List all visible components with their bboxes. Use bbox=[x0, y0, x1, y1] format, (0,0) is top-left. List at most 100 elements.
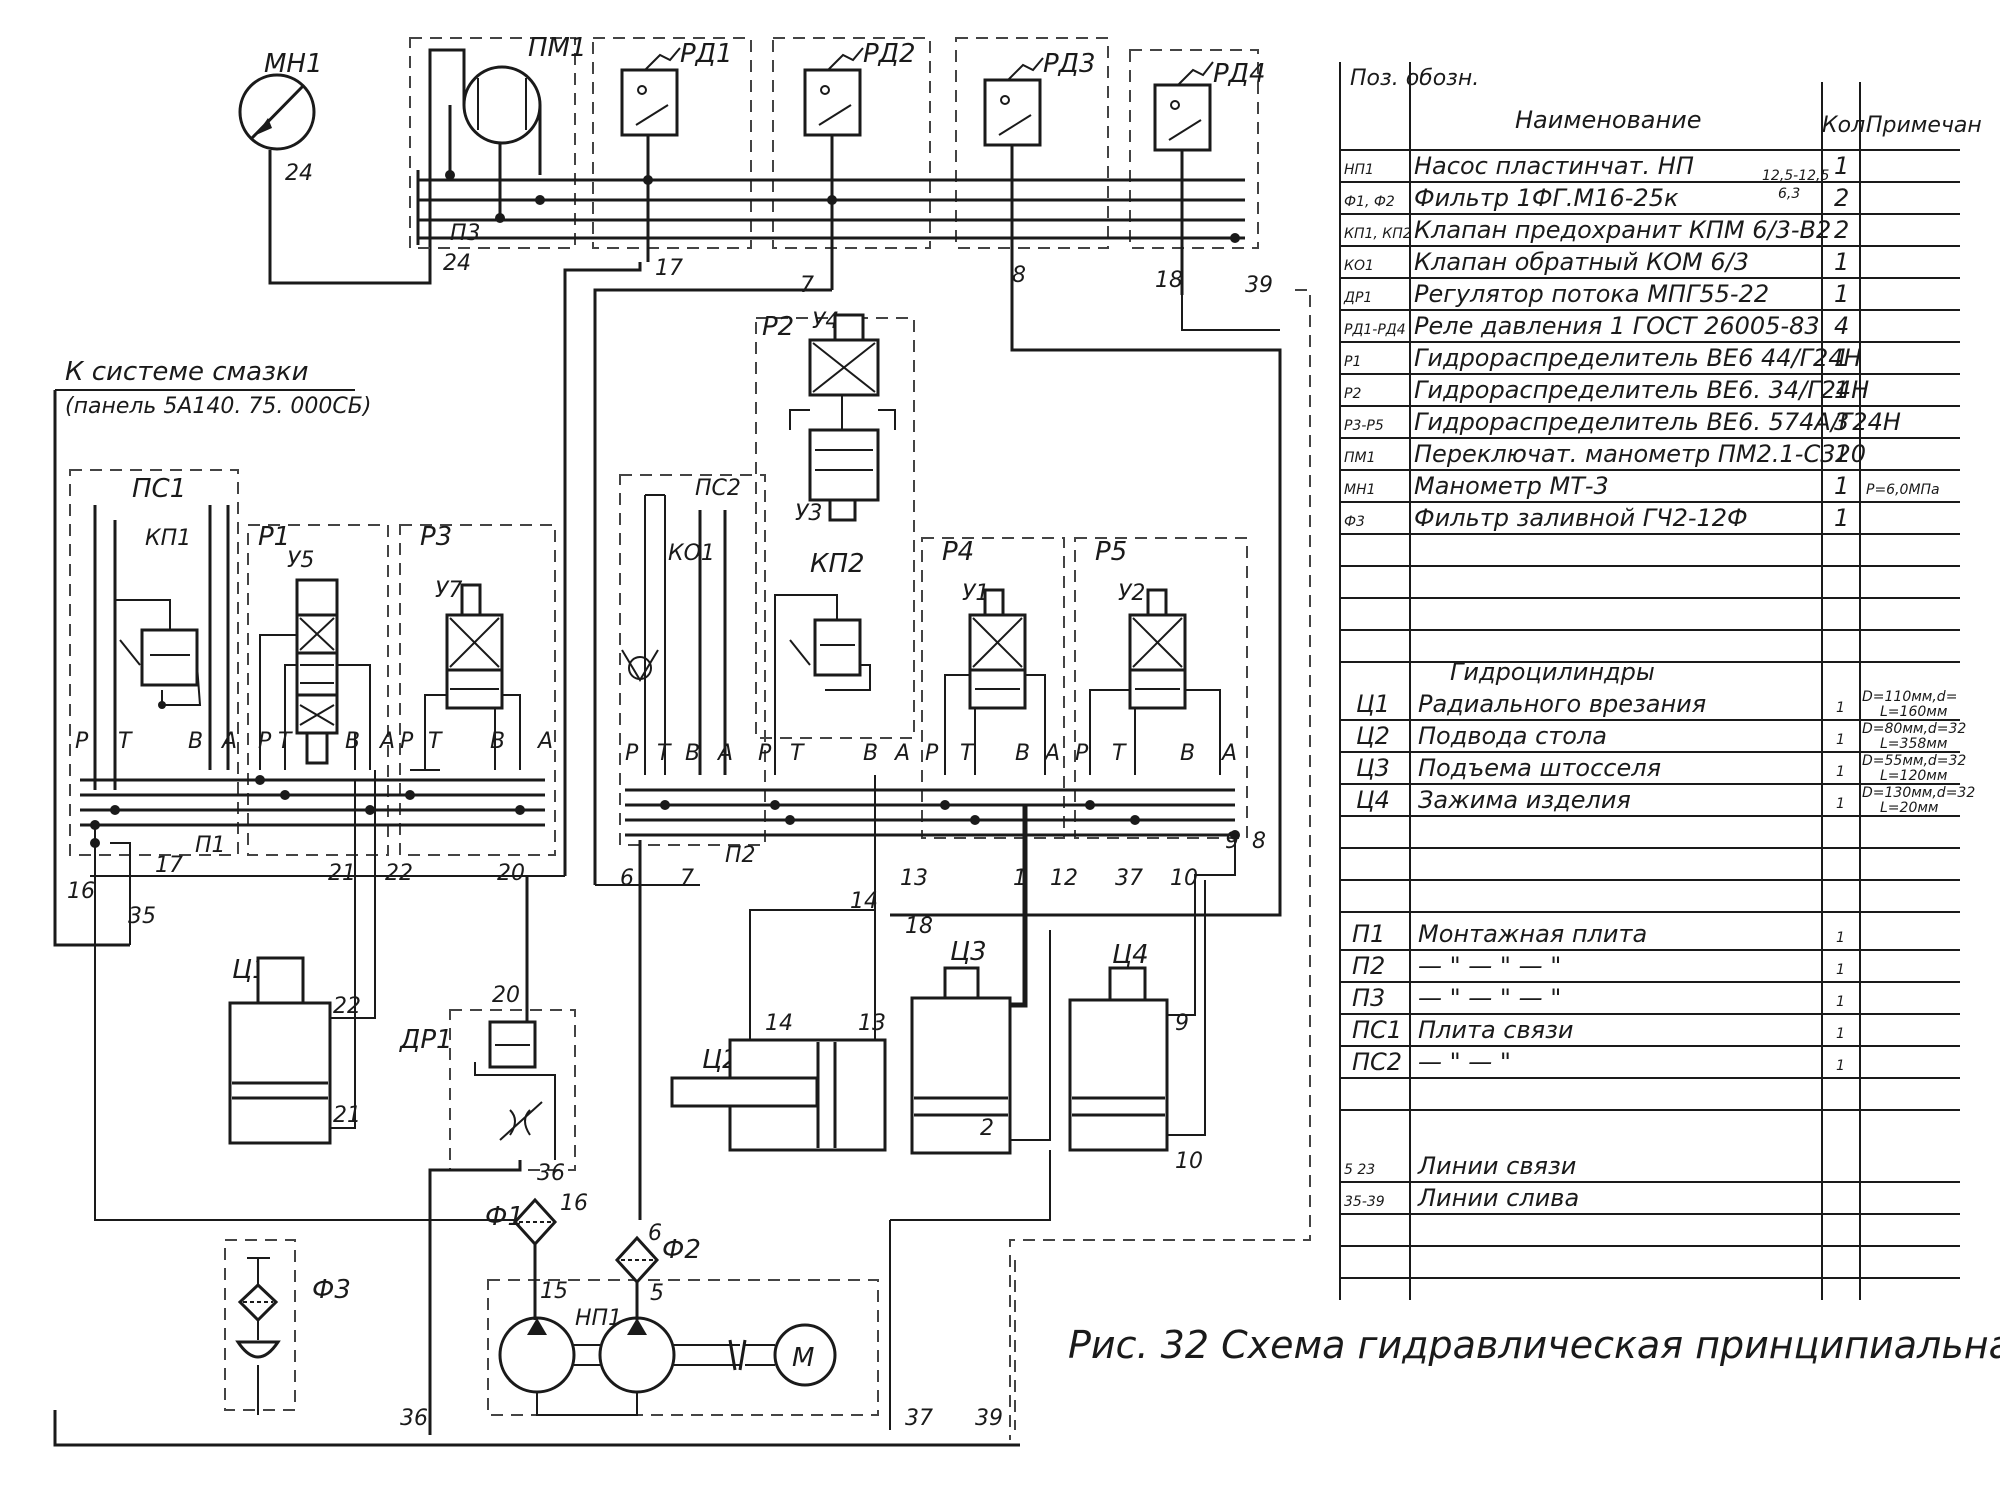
plate-label-p3: П3 bbox=[450, 221, 481, 246]
link-plate-label-ps2: ПС2 bbox=[695, 476, 741, 501]
port-m16: А bbox=[1220, 741, 1237, 766]
table-row-qty: 1 bbox=[1836, 1026, 1845, 1042]
c2-line-13: 13 bbox=[858, 1011, 886, 1036]
mounting-plate-p3: П3 bbox=[416, 170, 1245, 246]
table-row-pos: Ц3 bbox=[1356, 754, 1390, 782]
directional-valve-p3: Р3 У7 bbox=[410, 522, 521, 771]
mid-port-letters: Р Т В А Р Т В А Р Т В А Р Т В А bbox=[625, 741, 1237, 766]
relay-label-rd2: РД2 bbox=[863, 39, 916, 69]
table-row-pos: Р1 bbox=[1344, 354, 1361, 370]
port-l4: А bbox=[220, 729, 237, 754]
table-header-name: Наименование bbox=[1515, 106, 1702, 134]
link-plate-ps2: ПС2 bbox=[644, 476, 741, 775]
pump-spec-bottom: 6,3 bbox=[1778, 186, 1800, 202]
table-row-name: Подъема штосселя bbox=[1418, 754, 1661, 782]
mid-line-7: 7 bbox=[680, 866, 694, 891]
table-row-name: Линии связи bbox=[1417, 1152, 1576, 1180]
port-m6: Т bbox=[790, 741, 805, 766]
valve-label-p5: Р5 bbox=[1095, 537, 1127, 567]
table-row-pos: П1 bbox=[1352, 920, 1385, 948]
port-l7: В bbox=[345, 729, 360, 754]
top-line-17: 17 bbox=[655, 256, 683, 281]
left-block: ПС1 КП1 Р1 У5 bbox=[67, 262, 642, 945]
dr1-line-36: 36 bbox=[537, 1161, 565, 1186]
table-row-note: L=160мм bbox=[1880, 704, 1948, 720]
pressure-gauge-mn1: МН1 24 bbox=[238, 49, 432, 285]
table-row-name: Гидрораспределитель ВЕ6. 574А/Г24Н bbox=[1414, 408, 1901, 436]
mid-line-18: 18 bbox=[905, 914, 933, 939]
left-line-22: 22 bbox=[385, 861, 413, 886]
table-header-qty: Кол. bbox=[1822, 113, 1872, 138]
port-m3: В bbox=[685, 741, 700, 766]
table-row-qty: 3 bbox=[1834, 408, 1849, 436]
port-l1: Р bbox=[75, 729, 89, 754]
table-row-name: Насос пластинчат. НП bbox=[1414, 152, 1694, 180]
port-m11: В bbox=[1015, 741, 1030, 766]
flow-regulator-label: ДР1 bbox=[399, 1025, 453, 1055]
mid-line-12: 12 bbox=[1050, 866, 1078, 891]
table-row-name: Регулятор потока МПГ55-22 bbox=[1414, 280, 1769, 308]
solenoid-label-y5: У5 bbox=[287, 548, 314, 573]
gauge-switch-label: ПМ1 bbox=[528, 33, 587, 63]
table-row-pos: ПС2 bbox=[1352, 1048, 1402, 1076]
port-l6: Т bbox=[278, 729, 293, 754]
port-m8: А bbox=[893, 741, 910, 766]
top-line-18: 18 bbox=[1155, 268, 1183, 293]
solenoid-label-y2: У2 bbox=[1118, 581, 1145, 606]
table-row-qty: 1 bbox=[1836, 994, 1845, 1010]
port-m15: В bbox=[1180, 741, 1195, 766]
table-row-pos: Ф1, Ф2 bbox=[1344, 194, 1395, 210]
middle-block: Р2 У4 У3 ПС2 КО1 bbox=[593, 270, 1282, 1220]
check-valve-ko1: КО1 bbox=[621, 541, 715, 682]
plate-label-p2: П2 bbox=[725, 843, 756, 868]
mid-line-9: 9 bbox=[1225, 829, 1239, 854]
valve-label-p4: Р4 bbox=[942, 537, 974, 567]
table-header-pos: Поз. обозн. bbox=[1350, 66, 1479, 91]
top-block: ПМ1 РД1 РД2 bbox=[409, 33, 1273, 298]
pump-group: Ф1 16 15 Ф2 6 5 НП1 bbox=[53, 289, 1311, 1447]
table-row-name: — " — " — " bbox=[1418, 952, 1561, 980]
pressure-relay-rd4: РД4 bbox=[1153, 59, 1266, 295]
c2-line-14: 14 bbox=[765, 1011, 793, 1036]
relief-valve-kp2: КП2 bbox=[774, 549, 871, 775]
gauge-line-number: 24 bbox=[285, 161, 313, 186]
relief-valve-label-kp2: КП2 bbox=[810, 549, 865, 579]
check-valve-label-ko1: КО1 bbox=[668, 541, 715, 566]
table-row-name: Реле давления 1 ГОСТ 26005-83 bbox=[1414, 312, 1820, 340]
relay-label-rd3: РД3 bbox=[1043, 49, 1096, 79]
filter-label-f3: Ф3 bbox=[312, 1275, 351, 1305]
relay-label-rd1: РД1 bbox=[680, 39, 733, 69]
gauge-label: МН1 bbox=[264, 49, 323, 79]
table-row-name: Плита связи bbox=[1418, 1016, 1573, 1044]
solenoid-label-y7: У7 bbox=[435, 578, 462, 603]
table-row-note: D=80мм,d=32 bbox=[1862, 721, 1966, 737]
pump-line-15: 15 bbox=[540, 1279, 568, 1304]
valve-label-p3: Р3 bbox=[420, 522, 452, 552]
pump-line-39: 39 bbox=[975, 1406, 1003, 1431]
pressure-relay-rd2: РД2 bbox=[803, 39, 916, 290]
port-m9: Р bbox=[925, 741, 939, 766]
table-row-name: Фильтр 1ФГ.М16-25к bbox=[1414, 184, 1679, 212]
left-line-35: 35 bbox=[128, 904, 156, 929]
table-row-qty: 2 bbox=[1834, 184, 1849, 212]
flow-regulator-dr1: ДР1 20 36 bbox=[399, 876, 576, 1435]
cylinder-c2: Ц2 14 13 bbox=[670, 775, 887, 1152]
port-l8: А bbox=[378, 729, 395, 754]
mid-line-8: 8 bbox=[1252, 829, 1266, 854]
cylinder-label-c3: Ц3 bbox=[950, 937, 987, 967]
table-row-qty: 4 bbox=[1834, 312, 1849, 340]
left-line-20: 20 bbox=[497, 861, 525, 886]
table-row-pos: 35-39 bbox=[1344, 1194, 1385, 1210]
cylinder-c4: Ц4 9 10 bbox=[1068, 835, 1236, 1174]
port-m2: Т bbox=[657, 741, 672, 766]
table-row-pos: П3 bbox=[1352, 984, 1385, 1012]
port-l10: Т bbox=[428, 729, 443, 754]
pump-spec-top: 12,5-12,5 bbox=[1762, 168, 1829, 184]
cylinder-c3: Ц3 2 bbox=[910, 805, 1051, 1155]
mid-line-6: 6 bbox=[620, 866, 634, 891]
port-l2: Т bbox=[118, 729, 133, 754]
table-row-pos: Р3-Р5 bbox=[1344, 418, 1384, 434]
table-row-note: D=55мм,d=32 bbox=[1862, 753, 1966, 769]
